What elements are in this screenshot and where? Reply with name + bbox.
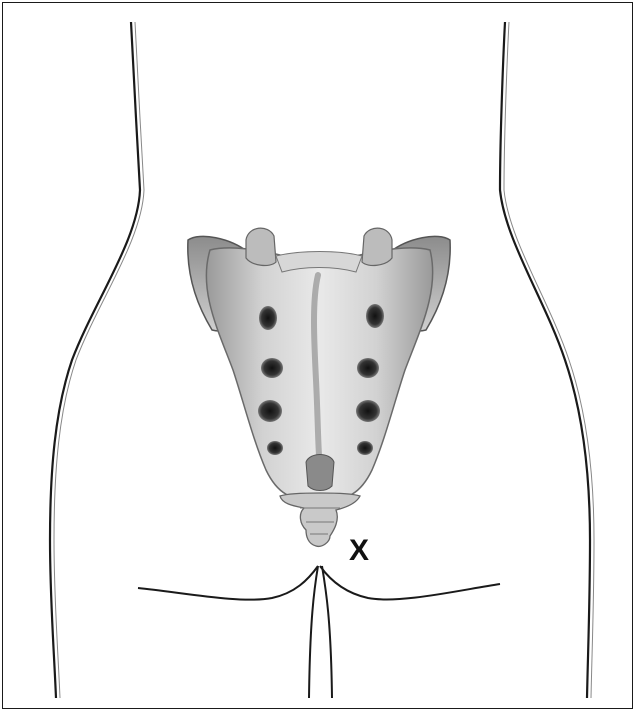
intergluteal-cleft-right — [322, 566, 332, 698]
body-outline-right — [500, 22, 590, 698]
sacral-foramen-right-4 — [357, 441, 373, 455]
gluteal-curve-left — [138, 566, 318, 600]
sacral-foramen-right-3 — [356, 400, 380, 422]
coccyx — [280, 493, 360, 546]
sacral-foramen-left-3 — [258, 400, 282, 422]
sacral-foramen-left-1 — [259, 306, 277, 330]
sacral-hiatus — [306, 455, 334, 491]
articular-process-left — [246, 228, 276, 265]
sacral-foramen-left-4 — [267, 441, 283, 455]
sacral-foramen-right-2 — [357, 358, 379, 378]
body-outline-right-inner — [504, 22, 594, 698]
gluteal-curve-right — [320, 566, 500, 599]
intergluteal-cleft — [309, 566, 318, 698]
sacral-foramen-left-2 — [261, 358, 283, 378]
body-outline-left — [50, 22, 140, 698]
body-outline-left-inner — [54, 22, 144, 698]
articular-process-right — [362, 228, 392, 265]
sacral-foramen-right-1 — [366, 304, 384, 328]
coccyx-location-marker: X — [349, 536, 369, 566]
